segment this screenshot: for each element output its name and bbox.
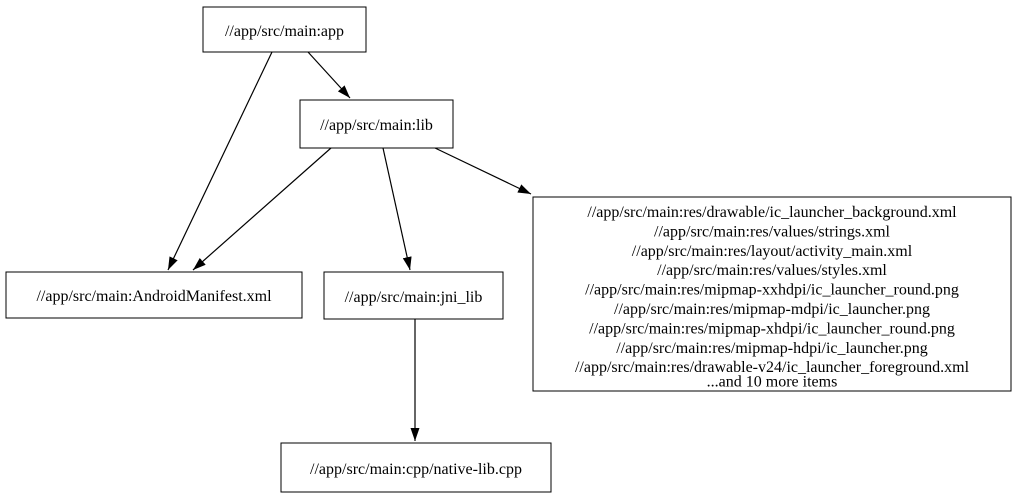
edge-app-to-lib (307, 51, 351, 99)
node-resgroup-line: //app/src/main:res/mipmap-mdpi/ic_launch… (614, 301, 930, 318)
node-nativelibcpp-box (280, 442, 552, 493)
edge-lib-to-resgroup (434, 147, 532, 195)
node-resgroup-line: //app/src/main:res/values/strings.xml (654, 223, 891, 240)
node-resgroup-line: //app/src/main:res/values/styles.xml (657, 262, 887, 279)
edge-lib-to-androidmanifest (192, 147, 332, 271)
edge-lib-to-jnilib (382, 147, 412, 271)
node-resgroup-line: //app/src/main:res/mipmap-hdpi/ic_launch… (616, 340, 927, 357)
node-resgroup-line: //app/src/main:res/layout/activity_main.… (632, 243, 913, 260)
edge-layer (167, 51, 532, 441)
node-jnilib-box (323, 271, 504, 320)
node-lib: //app/src/main:lib (299, 99, 454, 149)
node-resgroup-box (532, 196, 1012, 392)
node-lib-box (299, 99, 454, 149)
node-androidmanifest: //app/src/main:AndroidManifest.xml (5, 271, 303, 319)
node-resgroup-line: //app/src/main:res/mipmap-xhdpi/ic_launc… (589, 320, 955, 337)
node-app-label: //app/src/main:app (225, 23, 344, 40)
node-lib-label: //app/src/main:lib (320, 117, 433, 134)
node-resgroup-line: //app/src/main:res/mipmap-xxhdpi/ic_laun… (585, 282, 959, 299)
node-resgroup-line: //app/src/main:res/drawable-v24/ic_launc… (575, 359, 970, 376)
node-androidmanifest-box (5, 271, 303, 319)
node-jnilib: //app/src/main:jni_lib (323, 271, 504, 320)
node-nativelibcpp: //app/src/main:cpp/native-lib.cpp (280, 442, 552, 493)
node-resgroup-line: //app/src/main:res/drawable/ic_launcher_… (587, 204, 957, 221)
node-androidmanifest-label: //app/src/main:AndroidManifest.xml (36, 288, 272, 305)
node-jnilib-label: //app/src/main:jni_lib (345, 289, 483, 306)
edge-app-to-androidmanifest (167, 51, 273, 271)
node-resgroup: //app/src/main:res/drawable/ic_launcher_… (532, 196, 1012, 392)
node-app: //app/src/main:app (202, 6, 367, 53)
node-resgroup-more-items: ...and 10 more items (707, 374, 838, 391)
node-app-box (202, 6, 367, 53)
node-nativelibcpp-label: //app/src/main:cpp/native-lib.cpp (310, 461, 522, 478)
